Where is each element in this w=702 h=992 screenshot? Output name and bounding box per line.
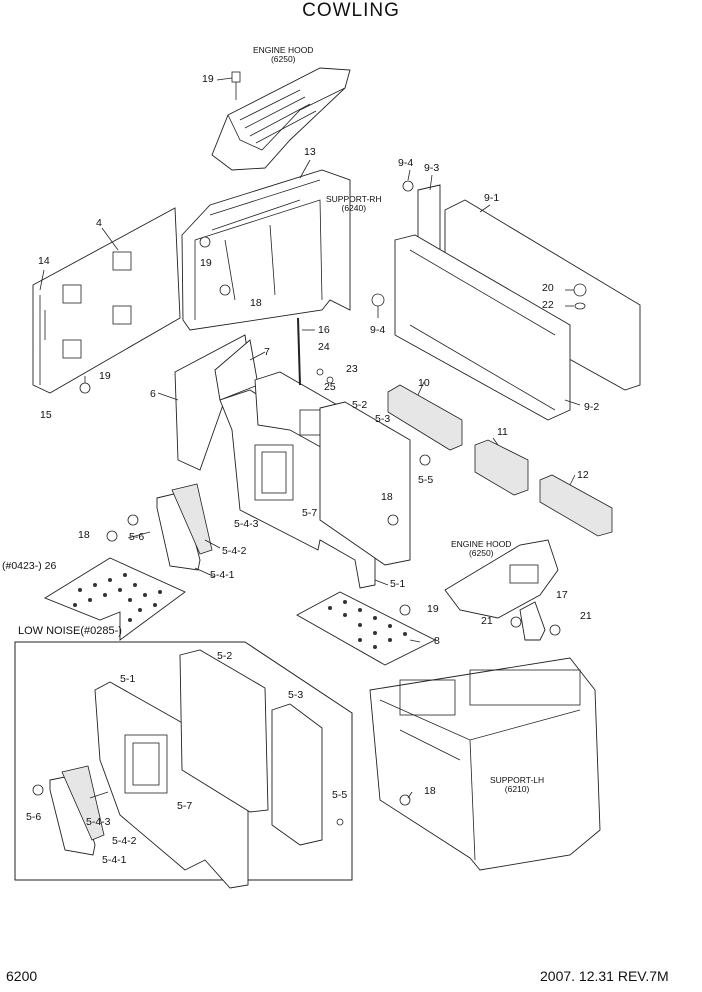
support-lh-frame <box>369 657 601 871</box>
callout: 5-4-3 <box>234 518 259 530</box>
callout: 18 <box>78 529 90 541</box>
callout: 5-1 <box>120 673 136 685</box>
callout: 5-4-1 <box>102 854 127 866</box>
callout: 19 <box>202 73 214 85</box>
callout: 24 <box>318 341 330 353</box>
callout: 14 <box>38 255 50 267</box>
callout: 17 <box>556 589 568 601</box>
inset-panel-5-3 <box>271 703 323 846</box>
callout: 18 <box>424 785 436 797</box>
callout: 11 <box>497 426 508 438</box>
callout: 5-4-2 <box>222 545 247 557</box>
callout: 20 <box>542 282 554 294</box>
low-noise-inset-frame <box>14 641 353 881</box>
cover-12 <box>539 474 613 537</box>
callout: 9-4 <box>370 324 386 336</box>
cover-10 <box>387 384 463 451</box>
callout: 9-2 <box>584 401 600 413</box>
callout: 13 <box>304 146 316 158</box>
callout: 10 <box>418 377 430 389</box>
callout: 5-3 <box>288 689 304 701</box>
callout: 4 <box>96 217 102 229</box>
callout: 5-7 <box>302 507 318 519</box>
support-rh-frame <box>181 169 351 331</box>
panel-6-7 <box>174 334 259 471</box>
callout: 5-3 <box>375 413 391 425</box>
callout: (#0423-) 26 <box>2 560 57 572</box>
callout: 7 <box>264 346 270 358</box>
leader-lines <box>39 77 581 799</box>
callout: 16 <box>318 324 330 336</box>
callout: 22 <box>542 299 554 311</box>
callout: 5-2 <box>352 399 368 411</box>
perforated-plate-26 <box>44 557 186 641</box>
cover-11 <box>474 439 529 496</box>
callout: 5-7 <box>177 800 193 812</box>
revision-date: 2007. 12.31 REV.7M <box>540 968 669 984</box>
callout: 12 <box>577 469 589 481</box>
caption-engine-hood-right: ENGINE HOOD(6250) <box>451 539 512 558</box>
inset-panel-5-1 <box>94 681 249 889</box>
callout: 15 <box>40 409 52 421</box>
callout: 5-6 <box>129 531 145 543</box>
page-title: COWLING <box>302 0 400 21</box>
callout: 23 <box>346 363 358 375</box>
callout: 5-4-1 <box>210 569 235 581</box>
callout: 8 <box>434 635 440 647</box>
callout: 19 <box>99 370 111 382</box>
engine-hood-top <box>211 67 351 171</box>
callout: 5-1 <box>390 578 406 590</box>
bracket-17 <box>519 601 546 641</box>
callout: 5-5 <box>332 789 348 801</box>
callout: 19 <box>200 257 212 269</box>
panel-5-3 <box>319 401 411 566</box>
page-number: 6200 <box>6 968 38 984</box>
caption-engine-hood-top: ENGINE HOOD(6250) <box>253 45 314 64</box>
callout: 19 <box>427 603 439 615</box>
callout: 6 <box>150 388 156 400</box>
callout: 18 <box>381 491 393 503</box>
callout: 5-4-2 <box>112 835 137 847</box>
seal-5-4-2 <box>171 483 213 555</box>
callout: 5-2 <box>217 650 233 662</box>
perforated-plate-8 <box>296 591 437 666</box>
inset-title: LOW NOISE(#0285-) <box>18 625 122 637</box>
bolts <box>32 71 587 826</box>
side-panel-4 <box>32 207 181 394</box>
callout: 25 <box>324 381 336 393</box>
caption-support-rh: SUPPORT-RH(6240) <box>326 194 382 213</box>
caption-support-lh: SUPPORT-LH(6210) <box>490 775 545 794</box>
callout: 9-4 <box>398 157 414 169</box>
callout: 5-6 <box>26 811 42 823</box>
callout: 5-4-3 <box>86 816 111 828</box>
callout: 5-5 <box>418 474 434 486</box>
callout: 21 <box>481 615 493 627</box>
callout: 18 <box>250 297 262 309</box>
engine-hood-right <box>444 539 559 619</box>
panel-9-2 <box>394 234 571 421</box>
callout: 9-3 <box>424 162 440 174</box>
rod-16 <box>297 317 301 386</box>
callout: 21 <box>580 610 592 622</box>
inset-panel-5-2 <box>179 649 269 813</box>
inset-seal-5-4-2 <box>61 765 105 841</box>
callout: 9-1 <box>484 192 500 204</box>
